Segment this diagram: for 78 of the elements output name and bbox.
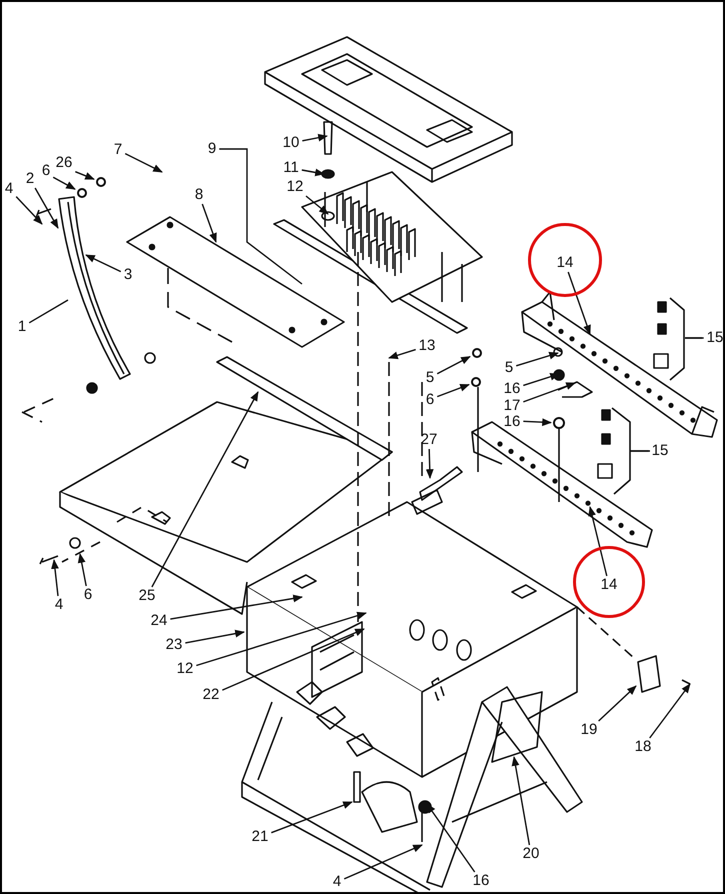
leader-line xyxy=(568,272,591,335)
callout-number: 23 xyxy=(164,637,184,653)
leader-line xyxy=(426,448,434,479)
callout-number: 11 xyxy=(282,160,300,176)
leader-line xyxy=(388,348,416,360)
leader-line xyxy=(685,337,704,339)
callout-number: 8 xyxy=(194,187,204,203)
callout-number: 16 xyxy=(502,414,522,430)
callout-number: 15 xyxy=(650,443,670,459)
callout-number: 22 xyxy=(202,687,220,703)
callout-number: 7 xyxy=(112,142,124,158)
leader-line xyxy=(516,352,559,366)
callout-number: 1 xyxy=(16,319,28,335)
leader-line xyxy=(302,134,328,142)
leader-line xyxy=(16,196,43,225)
callout-number: 26 xyxy=(54,155,74,171)
leader-line xyxy=(196,612,367,666)
leader-line xyxy=(28,299,68,324)
callout-number: 12 xyxy=(286,179,304,195)
leader-line xyxy=(51,559,59,596)
leader-line xyxy=(52,176,76,190)
callout-number: 12 xyxy=(176,661,194,677)
callout-number: 2 xyxy=(24,171,36,187)
callout-number: 21 xyxy=(250,829,270,845)
callout-number: 4 xyxy=(4,181,14,197)
leader-line xyxy=(306,195,329,215)
leader-line xyxy=(202,204,217,243)
leader-line xyxy=(512,756,530,846)
callout-number: 16 xyxy=(502,381,522,397)
callout-number: 4 xyxy=(54,597,64,613)
callout-number: 14 xyxy=(600,577,618,593)
callout-number: 15 xyxy=(706,330,723,346)
leader-line xyxy=(170,594,303,620)
leader-line xyxy=(588,506,608,576)
leader-line xyxy=(222,628,365,691)
callout-number: 6 xyxy=(82,587,94,603)
leader-line xyxy=(151,391,259,588)
leader-line xyxy=(78,553,87,586)
highlight-circle xyxy=(573,546,645,618)
leader-line xyxy=(302,168,325,176)
leader-line xyxy=(630,450,649,452)
callout-number: 10 xyxy=(282,135,300,151)
washer-symbol xyxy=(472,348,482,358)
callout-number: 16 xyxy=(472,873,490,889)
callout-number: 3 xyxy=(122,267,134,283)
washer-symbol xyxy=(96,177,106,187)
leader-line xyxy=(436,384,470,398)
leader-line xyxy=(85,254,122,272)
callout-number: 14 xyxy=(556,255,574,271)
leader-line xyxy=(271,801,353,834)
leader-line xyxy=(649,683,691,738)
leader-line xyxy=(34,188,59,229)
leader-line xyxy=(523,418,552,426)
callout-number: 6 xyxy=(424,392,436,408)
callout-number: 6 xyxy=(40,163,52,179)
callout-number: 17 xyxy=(502,398,522,414)
callout-number: 20 xyxy=(522,846,540,862)
washer-symbol xyxy=(471,377,481,387)
callout-number: 5 xyxy=(504,360,514,376)
leader-line xyxy=(219,148,302,285)
leader-line xyxy=(436,356,471,374)
highlight-circle xyxy=(528,223,602,297)
leader-line xyxy=(344,844,423,880)
callout-number: 25 xyxy=(138,588,156,604)
callout-number: 9 xyxy=(206,141,218,157)
callout-number: 4 xyxy=(332,874,342,890)
callout-number: 24 xyxy=(150,613,168,629)
leader-line xyxy=(124,152,163,173)
callout-number: 5 xyxy=(424,370,436,386)
leader-line xyxy=(185,630,245,644)
washer-symbol xyxy=(77,188,87,198)
washer-symbol xyxy=(553,417,565,429)
callout-number: 13 xyxy=(418,338,436,354)
leader-line xyxy=(523,382,576,403)
leader-line xyxy=(598,685,637,722)
callout-number: 19 xyxy=(580,722,598,738)
leader-line xyxy=(75,171,95,180)
callout-number: 18 xyxy=(634,739,652,755)
